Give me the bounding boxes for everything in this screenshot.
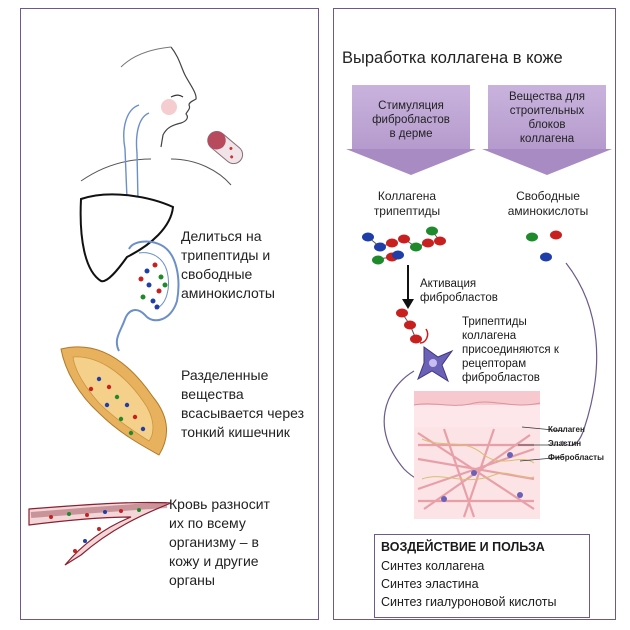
attach-label: Трипептиды коллагена присоединяются к ре…	[462, 315, 592, 385]
attach-label-line: рецепторам	[462, 358, 527, 370]
step-digestion-line: свободные	[181, 266, 253, 282]
amino-acids-label-line: Свободные	[516, 189, 580, 203]
step-digestion-line: аминокислоты	[181, 285, 275, 301]
blood-vessel-illustration	[28, 501, 172, 566]
skin-label-elastin: Эластин	[548, 439, 582, 448]
stomach-particles	[138, 262, 168, 310]
amino-acids-label: Свободные аминокислоты	[502, 189, 594, 219]
step-circulation-line: их по всему	[169, 515, 246, 531]
skin-label-fibroblasts: Фибробласты	[548, 453, 604, 462]
activation-label-line: Активация	[420, 278, 477, 290]
amino-to-skin-arrow	[561, 262, 598, 447]
benefits-box: ВОЗДЕЙСТВИЕ И ПОЛЬЗА Синтез коллагена Си…	[374, 534, 590, 618]
arrow-stimulation-line: Стимуляция	[378, 100, 444, 112]
tripeptides-label: Коллагена трипептиды	[362, 189, 452, 219]
arrow-stimulation-line: в дерме	[389, 128, 433, 140]
free-amino-acids	[526, 230, 562, 262]
step-digestion-text: Делиться на трипептиды и свободные амино…	[181, 227, 275, 303]
digestion-illustration	[28, 46, 244, 566]
skin-cross-section	[413, 391, 565, 519]
step-circulation-line: органы	[169, 572, 215, 588]
arrow-building-blocks: Вещества для строительных блоков коллаге…	[488, 85, 606, 149]
arrow-building-line: Вещества для	[508, 91, 586, 103]
right-panel: Выработка коллагена в коже Стимуляция фи…	[333, 8, 616, 620]
tripeptides-label-line: Коллагена	[377, 189, 437, 203]
amino-acids-label-line: аминокислоты	[507, 204, 589, 218]
activation-label-line: фибробластов	[420, 292, 498, 304]
hair-outline	[120, 46, 172, 68]
step-circulation-line: организму – в	[169, 534, 259, 550]
arrow-stimulation-head	[346, 149, 476, 175]
tripeptides-label-line: трипептиды	[373, 204, 441, 218]
left-panel: Делиться на трипептиды и свободные амино…	[20, 8, 319, 620]
eye-icon	[170, 94, 184, 98]
arrow-building-line: блоков	[528, 119, 566, 131]
page-title: Выработка коллагена в коже	[342, 49, 563, 67]
intestine-illustration	[60, 346, 168, 456]
attach-label-line: присоединяются к	[462, 344, 559, 356]
skin-label-collagen: Коллаген	[548, 425, 585, 434]
benefit-item: Синтез коллагена	[381, 559, 485, 573]
collagen-process-illustration	[362, 226, 598, 519]
step-circulation-line: кожу и другие	[169, 553, 259, 569]
activation-arrow-head	[402, 299, 414, 309]
step-absorption-line: Разделенные	[181, 367, 269, 383]
step-circulation-text: Кровь разносит их по всему организму – в…	[169, 495, 270, 590]
benefit-item: Синтез гиалуроновой кислоты	[381, 595, 557, 609]
step-digestion-line: трипептиды и	[181, 247, 271, 263]
benefits-heading: ВОЗДЕЙСТВИЕ И ПОЛЬЗА	[381, 540, 545, 554]
liver-outline	[79, 193, 175, 283]
arrow-building-line: коллагена	[519, 133, 575, 145]
arrow-stimulation: Стимуляция фибробластов в дерме	[352, 85, 470, 149]
tripeptide-chain	[396, 308, 429, 344]
step-digestion-line: Делиться на	[181, 228, 262, 244]
step-absorption-line: вещества	[181, 386, 244, 402]
cheek-blush	[161, 99, 177, 115]
stomach-outline	[115, 240, 180, 352]
arrow-stimulation-line: фибробластов	[372, 114, 450, 126]
benefit-item: Синтез эластина	[381, 577, 479, 591]
attach-label-line: коллагена	[462, 330, 517, 342]
arrow-building-line: строительных	[509, 105, 585, 117]
tripeptide-molecules	[362, 226, 446, 265]
attach-label-line: фибробластов	[462, 372, 540, 384]
fibroblast-nucleus	[429, 359, 437, 367]
step-absorption-line: тонкий кишечник	[181, 424, 290, 440]
step-circulation-line: Кровь разносит	[169, 496, 270, 512]
attach-label-line: Трипептиды	[462, 316, 527, 328]
step-absorption-line: всасывается через	[181, 405, 305, 421]
arrow-building-head	[482, 149, 612, 175]
face-outline	[160, 46, 197, 148]
shoulders-outline	[80, 158, 232, 186]
activation-label: Активация фибробластов	[420, 277, 498, 305]
capsule-icon	[207, 130, 244, 165]
step-absorption-text: Разделенные вещества всасывается через т…	[181, 366, 304, 442]
